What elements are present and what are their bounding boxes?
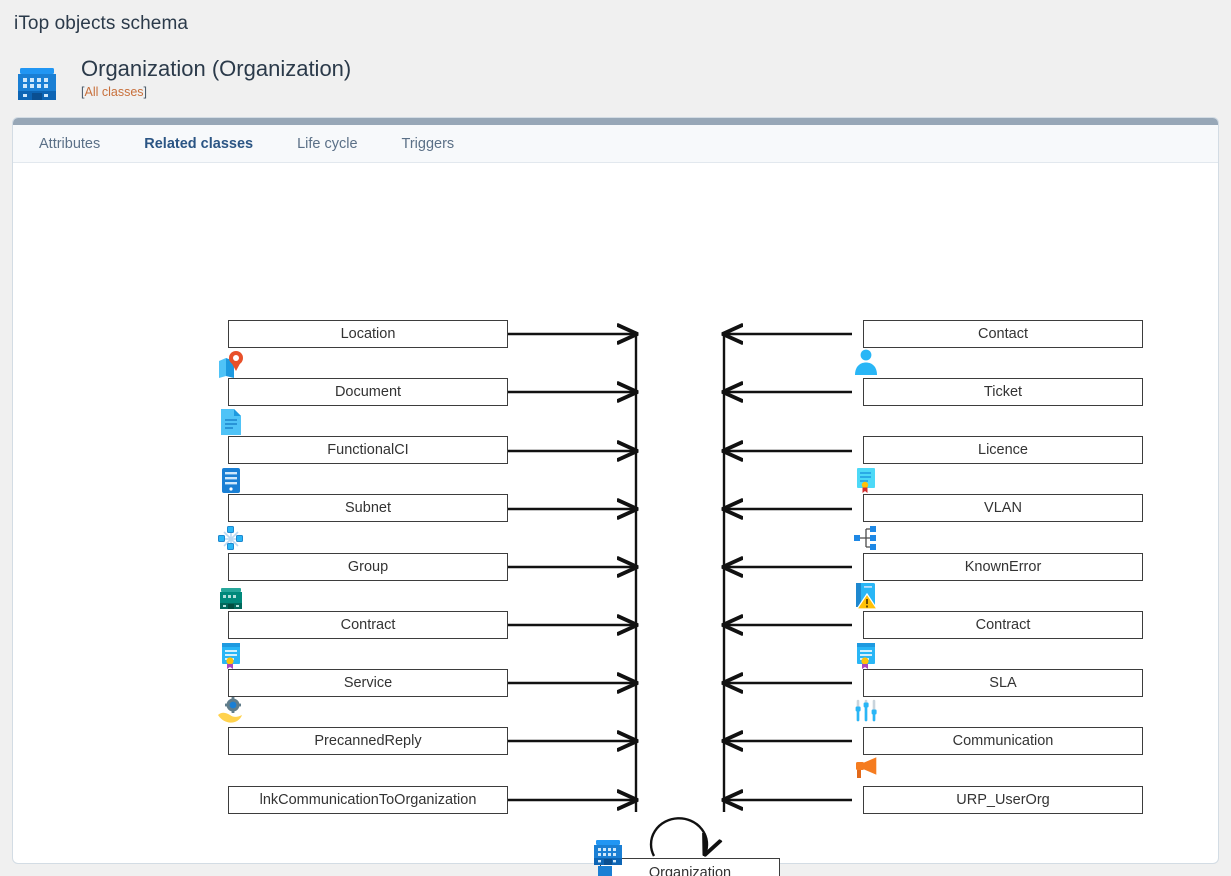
class-label: URP_UserOrg xyxy=(956,792,1050,808)
subnet-icon xyxy=(216,524,246,554)
class-label: Group xyxy=(347,559,389,575)
organization-accent-bar xyxy=(598,866,612,876)
class-node-knownerror[interactable]: KnownError xyxy=(863,553,1143,581)
schema-diagram: Location Document xyxy=(13,164,1218,876)
server-icon xyxy=(216,465,246,495)
class-node-subnet[interactable]: Subnet xyxy=(228,494,508,522)
class-node-location[interactable]: Location xyxy=(228,320,508,348)
person-icon xyxy=(851,347,881,377)
class-node-vlan[interactable]: VLAN xyxy=(863,494,1143,522)
known-error-icon xyxy=(851,580,881,610)
class-node-contract-left[interactable]: Contract xyxy=(228,611,508,639)
class-node-contact[interactable]: Contact xyxy=(863,320,1143,348)
class-label: Licence xyxy=(978,442,1028,458)
class-node-sla[interactable]: SLA xyxy=(863,669,1143,697)
self-reference-loop xyxy=(649,817,707,856)
vlan-icon xyxy=(851,523,881,553)
class-label: PrecannedReply xyxy=(314,733,422,749)
class-node-service[interactable]: Service xyxy=(228,669,508,697)
organization-class-name: Organization xyxy=(601,859,779,876)
class-label: Document xyxy=(334,384,402,400)
content-panel: Attributes Related classes Life cycle Tr… xyxy=(12,117,1219,876)
megaphone-icon xyxy=(851,753,881,783)
class-label: Ticket xyxy=(983,384,1023,400)
contract-icon xyxy=(216,640,246,670)
class-node-ticket[interactable]: Ticket xyxy=(863,378,1143,406)
class-label: Subnet xyxy=(345,500,391,516)
service-hand-gear-icon xyxy=(216,696,246,726)
page-title: iTop objects schema xyxy=(14,13,189,34)
class-node-document[interactable]: Document xyxy=(228,378,508,406)
class-label: Location xyxy=(340,326,396,342)
contract-icon xyxy=(851,640,881,670)
class-node-group[interactable]: Group xyxy=(228,553,508,581)
class-node-licence[interactable]: Licence xyxy=(863,436,1143,464)
class-label: Service xyxy=(343,675,393,691)
class-node-lnkcommunicationtoorganization[interactable]: lnkCommunicationToOrganization xyxy=(228,786,508,814)
center-class-node-organization[interactable]: Organization parent_idF01E deliverymodel… xyxy=(600,858,780,876)
class-label: VLAN xyxy=(984,500,1022,516)
all-classes-link-wrap: [All classes] xyxy=(81,85,351,99)
sla-sliders-icon xyxy=(851,698,881,728)
class-label: FunctionalCI xyxy=(327,442,409,458)
relation-connectors xyxy=(508,164,852,864)
tab-triggers[interactable]: Triggers xyxy=(401,135,455,152)
object-header: Organization (Organization) [All classes… xyxy=(14,55,351,105)
class-label: Contact xyxy=(978,326,1028,342)
object-title: Organization (Organization) xyxy=(81,56,352,81)
class-node-functionalci[interactable]: FunctionalCI xyxy=(228,436,508,464)
tab-related-classes[interactable]: Related classes xyxy=(144,135,254,152)
document-icon xyxy=(216,407,246,437)
class-node-communication[interactable]: Communication xyxy=(863,727,1143,755)
class-node-urp-userorg[interactable]: URP_UserOrg xyxy=(863,786,1143,814)
tab-life-cycle[interactable]: Life cycle xyxy=(297,135,358,152)
object-title-block: Organization (Organization) [All classes… xyxy=(81,55,351,99)
class-label: KnownError xyxy=(964,559,1042,575)
licence-icon xyxy=(851,465,881,495)
building-icon xyxy=(14,59,60,105)
building-icon xyxy=(591,836,625,870)
tabstrip: Attributes Related classes Life cycle Tr… xyxy=(13,125,1218,163)
class-label: lnkCommunicationToOrganization xyxy=(259,792,477,808)
class-label: Contract xyxy=(975,617,1031,633)
class-node-precannedreply[interactable]: PrecannedReply xyxy=(228,727,508,755)
class-label: Contract xyxy=(340,617,396,633)
all-classes-link[interactable]: All classes xyxy=(84,85,144,99)
class-label: Communication xyxy=(952,733,1054,749)
tab-attributes[interactable]: Attributes xyxy=(39,135,101,152)
map-location-icon xyxy=(216,349,246,379)
group-building-icon xyxy=(216,582,246,612)
bracket-left: [ xyxy=(81,85,85,99)
class-label: SLA xyxy=(989,675,1017,691)
bracket-right: ] xyxy=(143,85,148,99)
tabbar-accent xyxy=(13,118,1218,125)
class-node-contract-right[interactable]: Contract xyxy=(863,611,1143,639)
